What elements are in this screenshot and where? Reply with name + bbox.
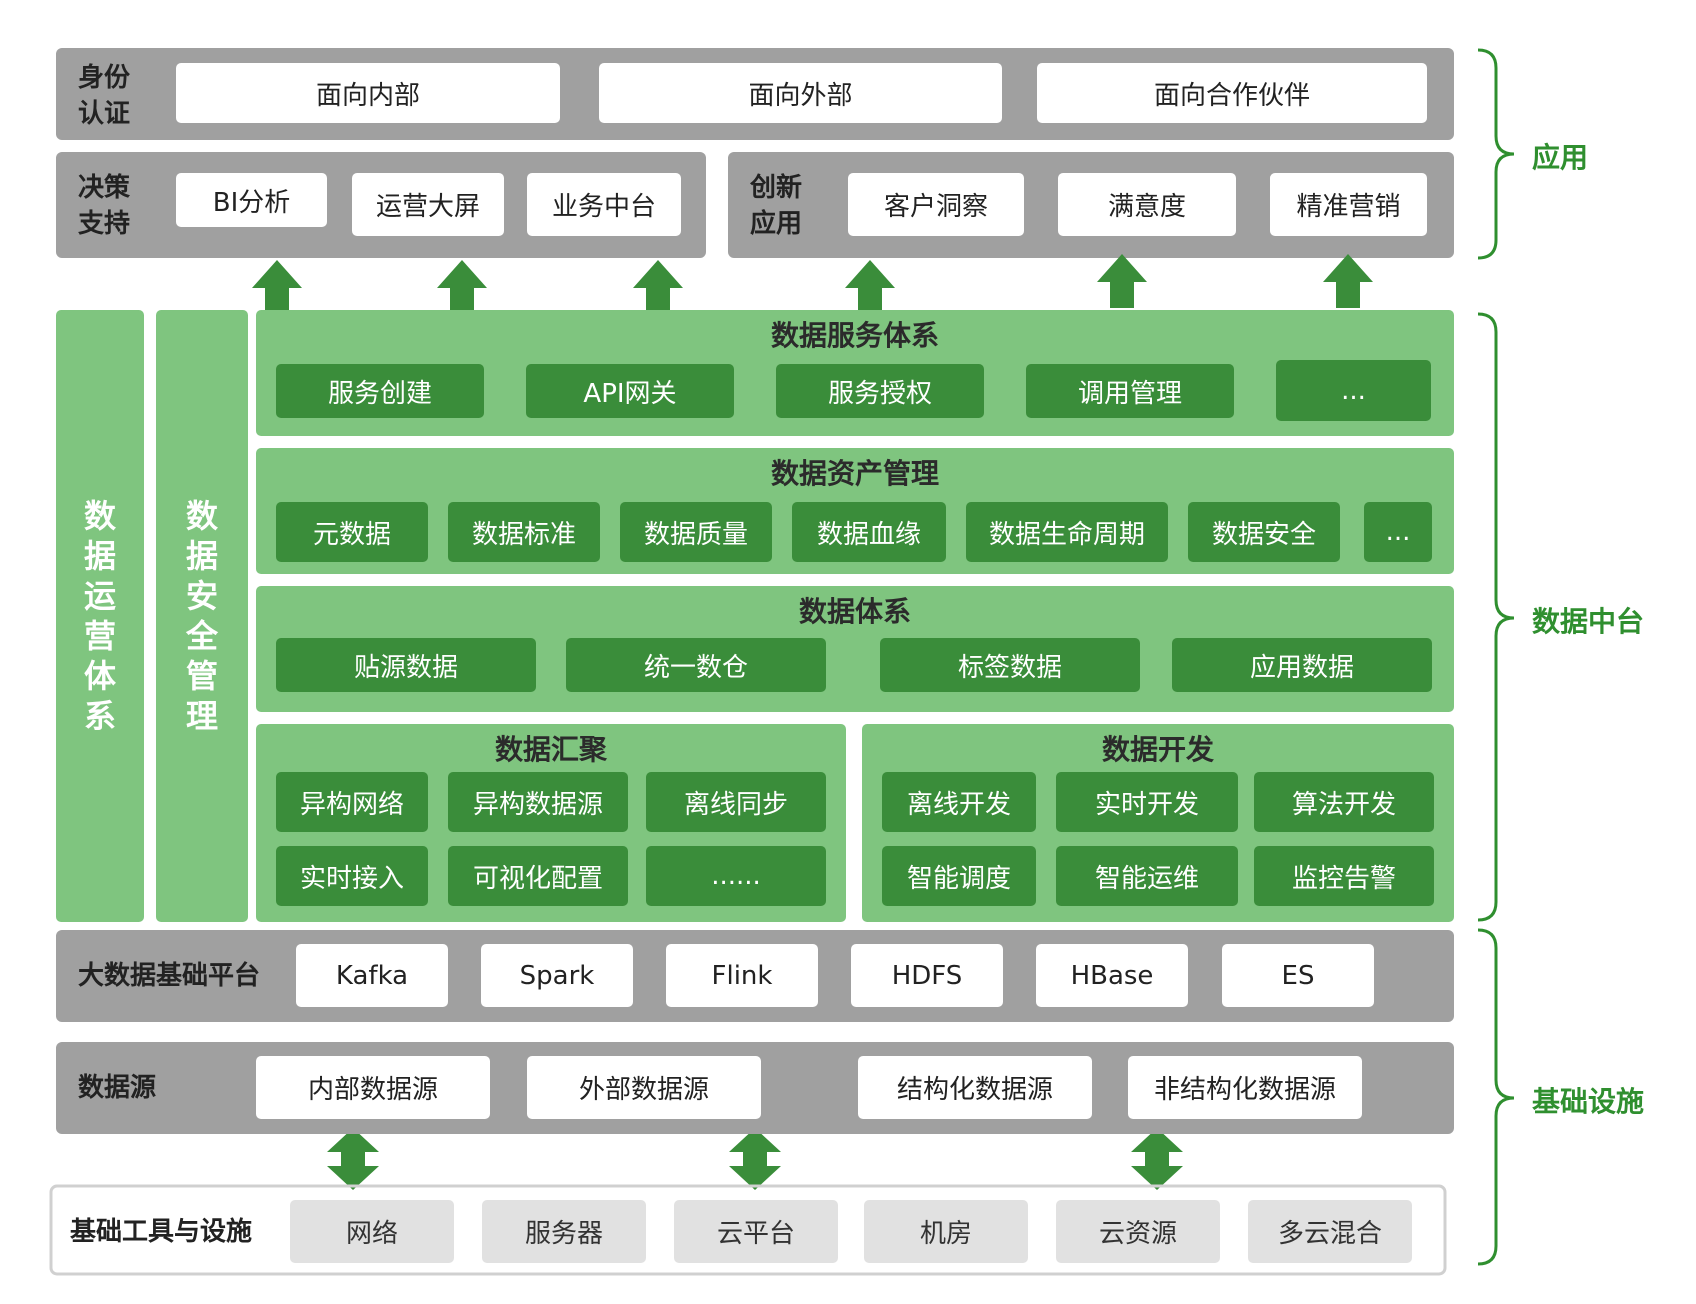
source-label: 数据源 [78, 1073, 157, 1103]
brace-app-icon [1477, 48, 1515, 260]
tools-item: 服务器 [482, 1200, 646, 1263]
service-title: 数据服务体系 [770, 319, 939, 352]
system-item: 贴源数据 [276, 638, 536, 692]
tools-item: 网络 [290, 1200, 454, 1263]
asset-item: 数据生命周期 [966, 502, 1168, 562]
decision-bi: BI分析 [176, 173, 327, 227]
collect-item: ...... [646, 846, 826, 906]
tools-item: 云资源 [1056, 1200, 1220, 1263]
double-arrow-icon [1131, 1128, 1183, 1190]
asset-item: 数据标准 [448, 502, 600, 562]
bigdata-item: HBase [1036, 944, 1188, 1007]
collect-item: 离线同步 [646, 772, 826, 832]
asset-item: ... [1364, 502, 1432, 562]
ops-column [56, 310, 144, 922]
bigdata-item: Spark [481, 944, 633, 1007]
develop-item: 智能运维 [1056, 846, 1238, 906]
service-item: ... [1276, 360, 1431, 421]
up-arrow-icon [252, 260, 302, 316]
bigdata-item: Kafka [296, 944, 448, 1007]
up-arrow-icon [845, 260, 895, 316]
identity-internal: 面向内部 [176, 63, 560, 123]
security-column [156, 310, 248, 922]
security-column-label: 数据安全管理 [185, 497, 218, 735]
service-item: 服务创建 [276, 364, 484, 418]
identity-partner: 面向合作伙伴 [1037, 63, 1427, 123]
asset-item: 数据安全 [1188, 502, 1340, 562]
bigdata-item: ES [1222, 944, 1374, 1007]
asset-item: 数据质量 [620, 502, 772, 562]
innovation-label: 创新应用 [750, 173, 803, 239]
innovation-insight: 客户洞察 [848, 173, 1024, 236]
collect-item: 异构网络 [276, 772, 428, 832]
tools-outline [49, 1184, 1447, 1276]
develop-item: 智能调度 [882, 846, 1036, 906]
asset-title: 数据资产管理 [770, 457, 939, 490]
tools-item: 云平台 [674, 1200, 838, 1263]
system-item: 应用数据 [1172, 638, 1432, 692]
bigdata-label: 大数据基础平台 [78, 961, 261, 991]
double-arrow-icon [729, 1128, 781, 1190]
tools-item: 机房 [864, 1200, 1028, 1263]
develop-item: 离线开发 [882, 772, 1036, 832]
collect-item: 可视化配置 [448, 846, 628, 906]
source-item: 外部数据源 [527, 1056, 761, 1119]
asset-item: 元数据 [276, 502, 428, 562]
side-label-infra: 基础设施 [1532, 1085, 1645, 1118]
tools-label: 基础工具与设施 [70, 1217, 253, 1247]
identity-label: 身份认证 [78, 63, 131, 129]
service-item: 服务授权 [776, 364, 984, 418]
decision-biz-platform: 业务中台 [527, 173, 681, 236]
source-item: 非结构化数据源 [1128, 1056, 1362, 1119]
develop-title: 数据开发 [1101, 733, 1214, 766]
up-arrow-icon [1097, 254, 1147, 308]
develop-item: 算法开发 [1254, 772, 1434, 832]
decision-label: 决策支持 [78, 173, 131, 239]
brace-infra-icon [1477, 928, 1515, 1266]
develop-item: 监控告警 [1254, 846, 1434, 906]
tools-item: 多云混合 [1248, 1200, 1412, 1263]
bigdata-item: HDFS [851, 944, 1003, 1007]
brace-middle-icon [1477, 312, 1515, 922]
up-arrow-icon [1323, 254, 1373, 308]
system-item: 标签数据 [880, 638, 1140, 692]
source-item: 结构化数据源 [858, 1056, 1092, 1119]
develop-item: 实时开发 [1056, 772, 1238, 832]
double-arrow-icon [327, 1128, 379, 1190]
source-item: 内部数据源 [256, 1056, 490, 1119]
side-label-app: 应用 [1532, 141, 1589, 174]
up-arrow-icon [633, 260, 683, 316]
decision-ops-screen: 运营大屏 [352, 173, 504, 236]
side-label-middle: 数据中台 [1532, 605, 1645, 638]
identity-external: 面向外部 [599, 63, 1002, 123]
innovation-satisfaction: 满意度 [1058, 173, 1236, 236]
innovation-marketing: 精准营销 [1270, 173, 1427, 236]
system-title: 数据体系 [798, 595, 911, 628]
ops-column-label: 数据运营体系 [83, 497, 116, 735]
system-item: 统一数仓 [566, 638, 826, 692]
collect-title: 数据汇聚 [494, 733, 607, 766]
collect-item: 异构数据源 [448, 772, 628, 832]
bigdata-item: Flink [666, 944, 818, 1007]
service-item: API网关 [526, 364, 734, 418]
asset-item: 数据血缘 [792, 502, 946, 562]
service-item: 调用管理 [1026, 364, 1234, 418]
up-arrow-icon [437, 260, 487, 316]
collect-item: 实时接入 [276, 846, 428, 906]
